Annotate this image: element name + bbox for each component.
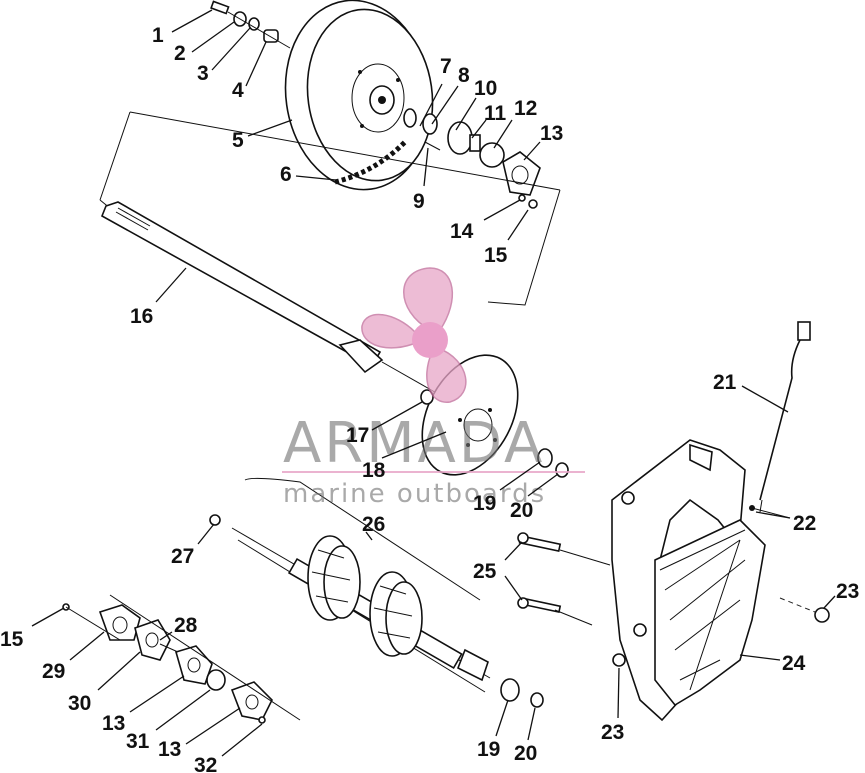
callout-20-upper: 20 [510,499,533,522]
callout-17: 17 [346,424,369,447]
propeller-logo [361,267,467,403]
callout-14: 14 [450,220,474,243]
watermark-title: ARMADA [283,411,545,476]
chaincase-housing [611,439,766,722]
callout-13-top: 13 [540,122,563,145]
callout-22: 22 [793,512,816,535]
bearing-upper [537,448,553,468]
callout-6: 6 [280,163,292,186]
drive-pulley [284,0,434,191]
callout-11: 11 [484,102,507,125]
callout-19-lower: 19 [477,738,500,761]
callout-20-lower: 20 [514,742,537,765]
callout-32: 32 [194,754,217,773]
callout-24: 24 [782,652,806,675]
callout-7: 7 [440,55,452,78]
nut-right [814,607,830,623]
watermark-subtitle: marine outboards [283,479,546,509]
callout-31: 31 [126,730,150,753]
callout-23-lower: 23 [601,721,624,744]
seal-upper [555,462,569,478]
callout-16: 16 [130,305,153,328]
drive-shaft-sprockets [209,477,491,693]
bearing-lower [500,678,520,702]
drive-chain [334,140,407,185]
pulley-hardware [210,0,291,49]
parts-drawing: ARMADA marine outboards [62,0,830,724]
callout-labels: 1 2 3 4 5 6 7 8 9 10 11 12 13 14 15 16 1… [0,24,859,773]
callout-27: 27 [171,545,194,568]
leader-lines [31,9,836,757]
main-shaft [100,201,441,396]
nut-lower [612,653,626,667]
callout-13-lower-b: 13 [158,738,181,761]
callout-21: 21 [713,371,737,394]
callout-4: 4 [232,79,244,102]
callout-28: 28 [174,614,198,637]
callout-10: 10 [474,77,497,100]
callout-30: 30 [68,692,91,715]
callout-26: 26 [362,513,385,536]
callout-5: 5 [232,129,244,152]
callout-9: 9 [413,190,425,213]
callout-15-lower: 15 [0,628,24,651]
callout-18: 18 [362,459,386,482]
callout-3: 3 [197,62,209,85]
callout-29: 29 [42,660,65,683]
callout-15-top: 15 [484,244,508,267]
speed-sensor-cable [759,321,811,513]
seal-lower [530,692,544,708]
callout-19-upper: 19 [473,492,496,515]
callout-8: 8 [458,64,470,87]
callout-25: 25 [473,560,497,583]
lower-flange-stack [62,594,301,724]
callout-12: 12 [514,97,537,120]
callout-13-lower-a: 13 [102,712,125,735]
housing-bolts [517,532,611,626]
callout-2: 2 [174,42,186,65]
callout-1: 1 [152,24,164,47]
callout-23-right: 23 [836,580,859,603]
